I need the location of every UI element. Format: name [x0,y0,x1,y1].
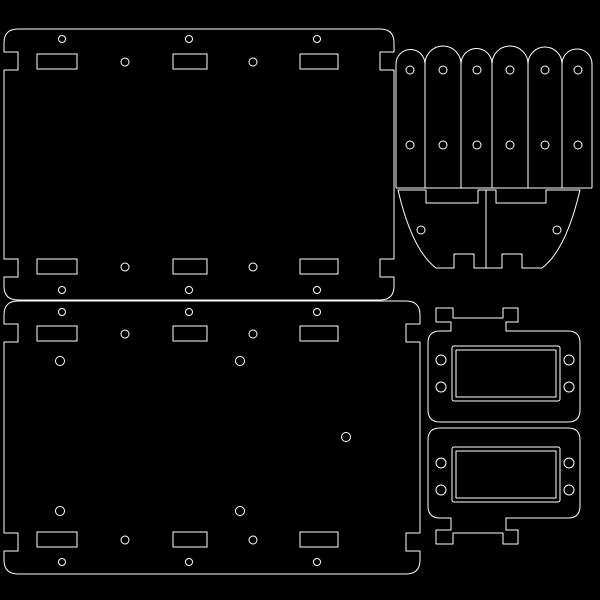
bottom-plate-hole [313,308,321,316]
finger-hole [472,65,482,75]
finger-segment [561,48,593,188]
frame-lower-hole [563,484,575,496]
top-plate-hole [313,286,321,294]
bottom-plate-slot [299,531,339,548]
top-plate-hole [248,57,258,67]
frame-lower-hole [435,484,447,496]
finger-segment [424,45,462,188]
bracket-hole [552,225,562,235]
finger-hole [405,65,415,75]
top-plate [3,28,395,301]
top-plate-hole [58,286,66,294]
top-plate-slot [172,258,208,275]
bottom-plate-hole [55,356,65,366]
finger-segment [395,49,426,188]
frame-lower-window [451,446,561,503]
bottom-plate-hole [341,432,351,442]
frame-upper-window-inner [455,349,557,398]
finger-segment [460,48,493,188]
frame-upper-hole [435,354,447,366]
bottom-plate-slot [172,325,208,342]
top-plate-hole [120,262,130,272]
finger-hole [573,65,583,75]
top-plate-hole [58,35,66,43]
frame-upper-hole [563,381,575,393]
finger-hole [573,140,583,150]
bottom-plate-hole [235,356,245,366]
bottom-plate-slot [172,531,208,548]
finger-hole [438,140,448,150]
bottom-plate-hole [248,535,258,545]
top-plate-outline [3,28,395,301]
bottom-plate-hole [235,506,245,516]
bottom-plate-slot [299,325,339,342]
frame-upper-hole [435,381,447,393]
bottom-plate-slot [36,531,78,548]
frame-upper [427,307,581,423]
bottom-plate-hole [313,558,321,566]
frame-upper-window [451,345,561,402]
top-plate-slot [299,53,339,70]
bracket-half-right [486,189,581,269]
finger-segment [527,46,563,188]
bottom-plate-hole [58,558,66,566]
frame-lower [427,427,581,545]
top-plate-hole [185,286,193,294]
finger-segments [395,45,593,189]
bottom-plate-outline [3,300,421,575]
top-plate-slot [36,258,78,275]
finger-hole [405,140,415,150]
bottom-plate-hole [120,535,130,545]
top-plate-hole [313,35,321,43]
top-plate-slot [172,53,208,70]
bottom-plate-hole [185,558,193,566]
bottom-plate-hole [58,308,66,316]
frame-lower-hole [435,457,447,469]
top-plate-hole [120,57,130,67]
finger-hole [505,140,515,150]
bracket-half-left [397,189,487,269]
frame-upper-outline [427,307,581,423]
bracket-hole [416,225,426,235]
top-plate-hole [185,35,193,43]
frame-upper-hole [563,354,575,366]
frame-lower-hole [563,457,575,469]
finger-hole [472,140,482,150]
bottom-plate-hole [55,506,65,516]
top-plate-slot [299,258,339,275]
frame-lower-window-inner [455,450,557,499]
finger-hole [540,140,550,150]
bottom-plate-hole [185,308,193,316]
top-plate-slot [36,53,78,70]
top-plate-hole [248,262,258,272]
finger-segment [491,45,529,188]
curved-bracket [397,189,581,269]
finger-hole [438,65,448,75]
bottom-plate-slot [36,325,78,342]
bottom-plate-hole [248,329,258,339]
bottom-plate [3,300,421,575]
bottom-plate-hole [120,329,130,339]
finger-hole [540,65,550,75]
finger-hole [505,65,515,75]
frame-lower-outline [427,427,581,545]
